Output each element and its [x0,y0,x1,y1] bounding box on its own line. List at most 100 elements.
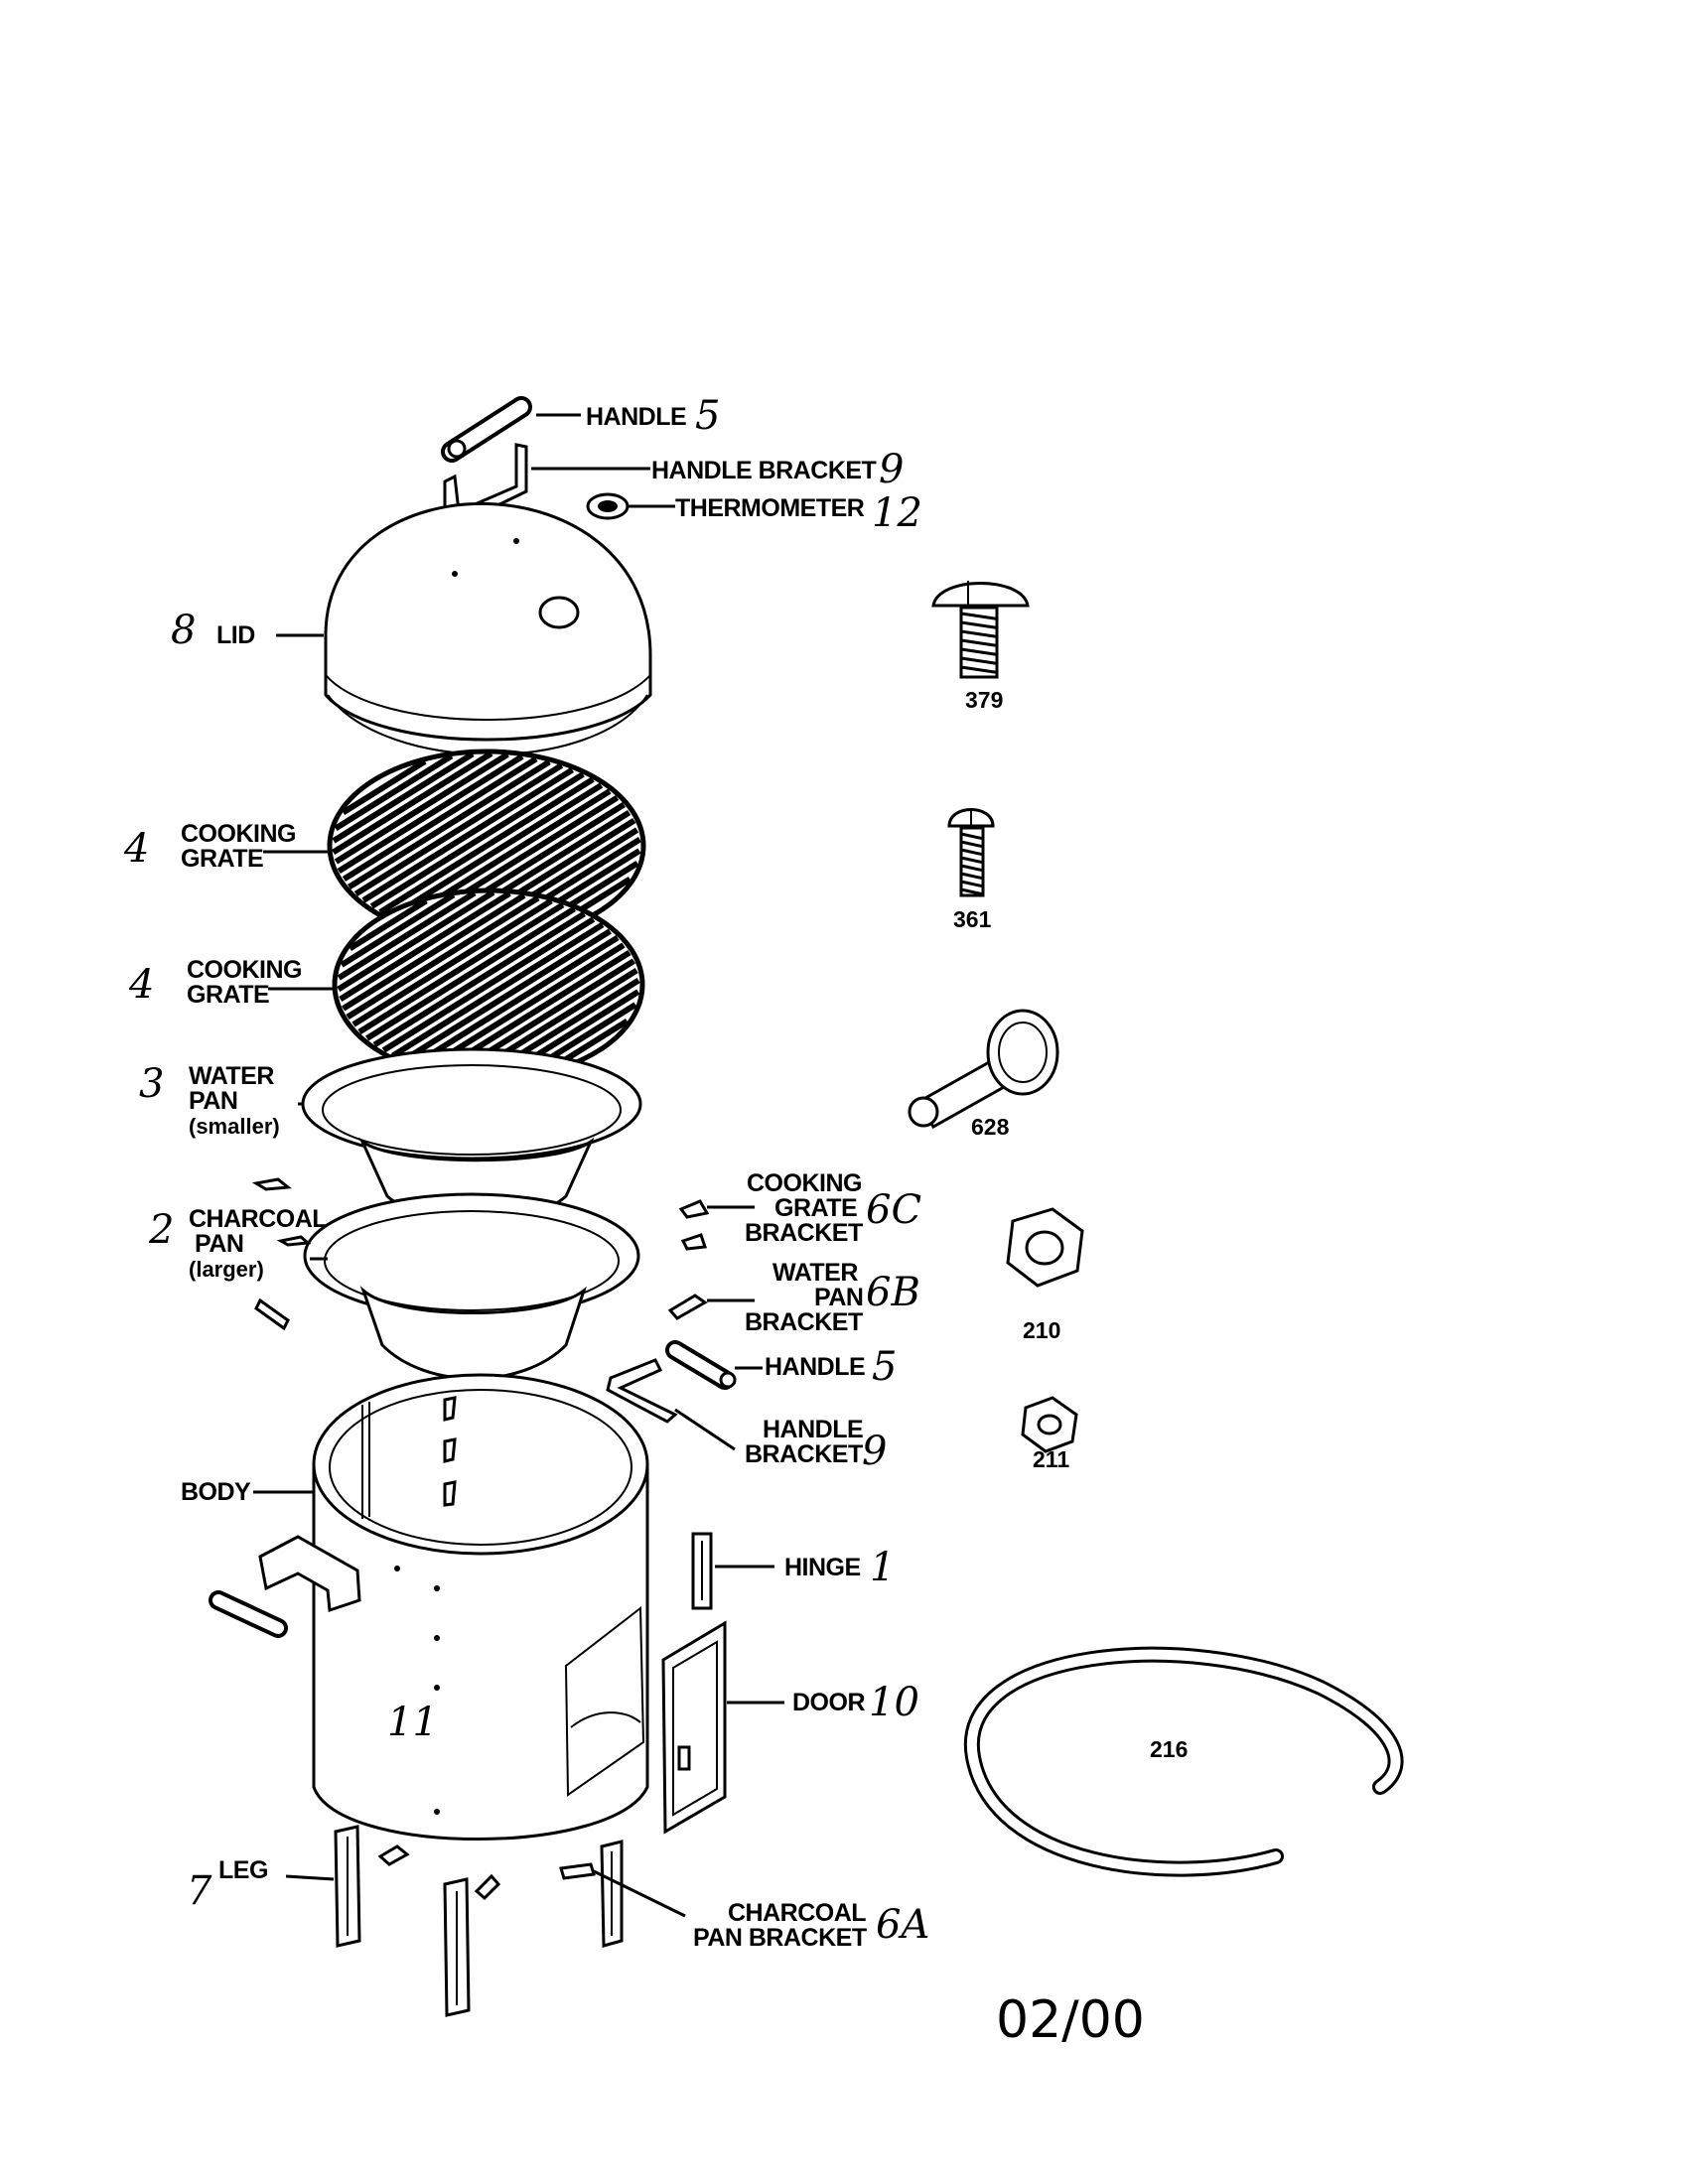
cooking-grate-upper-part [263,749,646,943]
grate-bar [337,889,477,981]
num-cooking-grate-2: 4 [128,962,154,1008]
nut-210-part [1006,1207,1084,1288]
screw-thread [960,856,984,865]
label-water-pan-c: (smaller) [189,1114,280,1139]
label-leg: LEG [218,1856,268,1884]
screw-thread [960,848,984,857]
label-cooking-grate-1a: COOKING [181,820,296,848]
screw-thread [960,832,984,841]
grate-bar [351,897,553,1027]
num-water-pan: 3 [139,1061,164,1107]
leg-parts [285,1825,624,2017]
num-thermometer: 12 [872,490,922,536]
cooking-grate-bracket-parts [678,1199,755,1251]
left-small-brackets [251,1177,312,1331]
grate-bar [337,889,495,993]
grate-bar [361,766,574,903]
grate-bar [346,894,540,1021]
label-water-pan-b: PAN [189,1087,237,1115]
grate-bar [342,755,538,883]
label-handle-bracket-top: HANDLE BRACKET [651,457,877,484]
screw-thread [960,840,984,849]
label-cooking-grate-1b: GRATE [181,845,263,873]
screw-thread [960,629,998,638]
label-body: BODY [181,1478,251,1506]
num-handle-bracket-top: 9 [879,447,904,492]
grate-bar [369,771,585,909]
grate-bar [388,782,604,920]
screw-379-part [931,581,1030,679]
label-hinge: HINGE [784,1554,861,1581]
grate-bar [337,753,524,875]
label-cgb-b: GRATE [774,1194,857,1222]
screw-thread [960,638,998,647]
label-charcoal-pan-a: CHARCOAL [189,1205,327,1233]
nut-211-part [1021,1396,1078,1453]
num-charcoal-pan: 2 [148,1207,174,1253]
screw-thread [960,656,998,665]
charcoal-pan-part [303,1192,640,1381]
label-door: DOOR [792,1689,865,1716]
gasket-216-part [963,1646,1404,1877]
grate-bar [365,905,576,1041]
screw-thread [960,612,998,620]
grate-bar [381,916,596,1053]
label-wpb-a: WATER [772,1259,858,1287]
door-part [661,1620,784,1835]
thermometer-part [586,492,675,520]
grate-bar [342,892,526,1012]
label-part-216: 216 [1150,1736,1188,1762]
label-cooking-grate-2b: GRATE [187,981,269,1009]
num-cooking-grate-1: 4 [123,826,149,872]
num-cpb: 6A [876,1902,929,1948]
label-charcoal-pan-c: (larger) [189,1257,264,1282]
label-handle-top: HANDLE [586,403,686,431]
label-cpb-a: CHARCOAL [728,1899,866,1927]
grate-bar [334,751,509,865]
num-wpb: 6B [866,1270,920,1315]
grate-bar [339,890,511,1003]
body-part [253,1373,649,1841]
grate-bar [334,752,454,832]
screw-thread [960,880,984,888]
grate-bar [348,758,551,890]
screw-628-part [908,1009,1059,1130]
screw-thread [960,665,998,674]
screw-thread [960,647,998,656]
screw-thread [960,887,984,896]
num-hb-side: 9 [862,1429,887,1474]
label-part-628: 628 [971,1114,1010,1140]
label-water-pan-a: WATER [189,1062,274,1090]
num-lid: 8 [171,608,196,653]
grate-bar [353,762,564,897]
water-pan-bracket-part [667,1294,755,1320]
grate-bar [357,901,565,1035]
grate-bar [378,776,595,915]
label-cgb-a: COOKING [747,1169,862,1197]
grate-bar [332,751,493,856]
num-door: 10 [869,1680,919,1725]
label-cpb-b: PAN BRACKET [693,1924,867,1952]
label-part-379: 379 [965,687,1003,713]
num-handle-top: 5 [695,393,720,439]
grate-bar [372,910,586,1048]
screw-thread [960,864,984,873]
grate-bar [332,751,475,844]
num-hinge: 1 [870,1545,895,1590]
label-wpb-b: PAN [814,1284,863,1311]
screw-thread [960,872,984,881]
label-lid: LID [216,621,255,649]
hinge-part [691,1532,774,1610]
lid-part [276,501,652,755]
label-hb-side-a: HANDLE [763,1416,863,1443]
screw-361-part [947,808,995,897]
num-body: 11 [387,1700,438,1745]
label-hb-side-b: BRACKET [745,1440,863,1468]
label-wpb-c: BRACKET [745,1308,863,1336]
body-left-handle [209,1535,361,1638]
label-cgb-c: BRACKET [745,1219,863,1247]
grate-bar [412,934,620,1068]
grate-bar [401,928,612,1064]
label-charcoal-pan-b: PAN [195,1230,243,1258]
top-handle-part [441,396,581,463]
